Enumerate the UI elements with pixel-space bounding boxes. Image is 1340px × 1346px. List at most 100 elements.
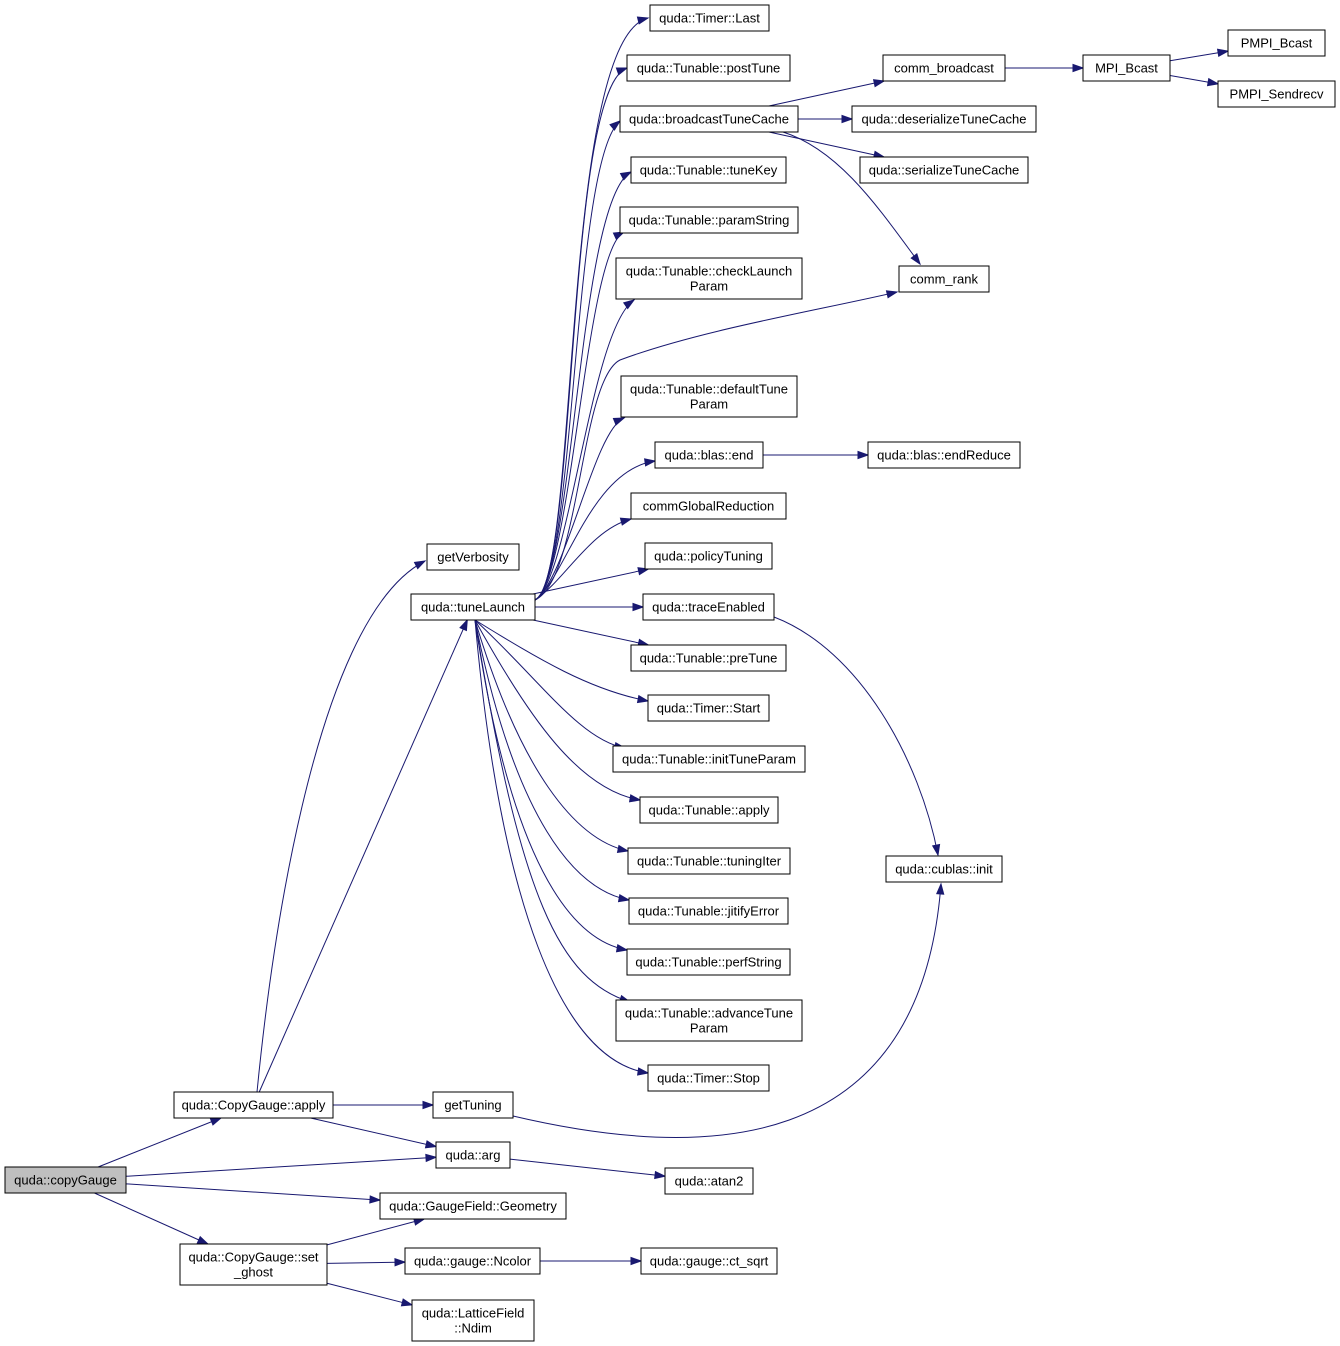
node-label-broadcastTuneCache: quda::broadcastTuneCache (629, 112, 789, 127)
node-ct_sqrt[interactable]: quda::gauge::ct_sqrt (640, 1247, 778, 1275)
node-box-blasEndReduce (867, 441, 1021, 469)
node-blasEndReduce[interactable]: quda::blas::endReduce (867, 441, 1021, 469)
node-box-postTune (626, 54, 791, 82)
node-label-tuneLaunch: quda::tuneLaunch (421, 600, 525, 615)
node-tuneKey[interactable]: quda::Tunable::tuneKey (630, 156, 787, 184)
node-tuneLaunch[interactable]: quda::tuneLaunch (410, 593, 536, 621)
node-label-getVerbosity: getVerbosity (437, 550, 509, 565)
node-box-tuningIter (627, 847, 791, 875)
node-MPI_Bcast[interactable]: MPI_Bcast (1082, 54, 1171, 82)
node-deserializeTuneCache[interactable]: quda::deserializeTuneCache (851, 105, 1037, 133)
node-policyTuning[interactable]: quda::policyTuning (644, 542, 773, 570)
node-box-cublasInit (885, 855, 1003, 883)
node-getTuning[interactable]: getTuning (432, 1091, 514, 1119)
edge-tuneLaunch-to-commGlobalReduction (534, 517, 633, 601)
edge-arg-to-atan2 (509, 1158, 667, 1180)
node-CopyGaugeSetGhost[interactable]: quda::CopyGauge::set_ghost (179, 1243, 328, 1286)
node-box-deserializeTuneCache (851, 105, 1037, 133)
node-Ndim[interactable]: quda::LatticeField::Ndim (411, 1299, 535, 1342)
node-paramString[interactable]: quda::Tunable::paramString (619, 206, 799, 234)
node-cublasInit[interactable]: quda::cublas::init (885, 855, 1003, 883)
node-jitifyError[interactable]: quda::Tunable::jitifyError (628, 897, 789, 925)
nodes-layer: quda::copyGaugequda::CopyGauge::applyqud… (4, 4, 1336, 1342)
node-label-blasEnd: quda::blas::end (665, 448, 754, 463)
node-label-Ndim: quda::LatticeField (422, 1306, 525, 1321)
node-PMPI_Bcast[interactable]: PMPI_Bcast (1227, 29, 1326, 57)
edge-tuneLaunch-to-advanceTuneParam (474, 619, 632, 1003)
node-label-deserializeTuneCache: quda::deserializeTuneCache (861, 112, 1026, 127)
node-box-comm_broadcast (882, 54, 1006, 82)
edge-tuneLaunch-to-tuningIter (474, 619, 630, 853)
edge-copyGauge-to-CopyGaugeSetGhost (94, 1192, 210, 1245)
edge-tuneLaunch-to-jitifyError (474, 619, 631, 903)
node-box-tuneKey (630, 156, 787, 184)
edge-tuneLaunch-to-TimerStop (474, 619, 650, 1076)
node-CopyGaugeApply[interactable]: quda::CopyGauge::apply (173, 1091, 334, 1119)
node-box-ct_sqrt (640, 1247, 778, 1275)
node-Ncolor[interactable]: quda::gauge::Ncolor (404, 1247, 541, 1275)
edge-CopyGaugeApply-to-getTuning (333, 1100, 435, 1110)
node-PMPI_Sendrecv[interactable]: PMPI_Sendrecv (1217, 80, 1336, 108)
node-initTuneParam[interactable]: quda::Tunable::initTuneParam (612, 745, 806, 773)
node-box-comm_rank (898, 265, 990, 293)
node-box-PMPI_Sendrecv (1217, 80, 1336, 108)
node-label-advanceTuneParam: Param (690, 1021, 728, 1036)
node-box-initTuneParam (612, 745, 806, 773)
node-arg[interactable]: quda::arg (435, 1141, 511, 1169)
node-getVerbosity[interactable]: getVerbosity (426, 543, 520, 571)
node-broadcastTuneCache[interactable]: quda::broadcastTuneCache (619, 105, 799, 133)
node-comm_rank[interactable]: comm_rank (898, 265, 990, 293)
node-label-TimerStop: quda::Timer::Stop (657, 1071, 760, 1086)
node-label-MPI_Bcast: MPI_Bcast (1095, 61, 1158, 76)
node-box-getTuning (432, 1091, 514, 1119)
edge-CopyGaugeApply-to-tuneLaunch (258, 618, 468, 1093)
node-box-tuneLaunch (410, 593, 536, 621)
edge-tuneLaunch-to-broadcastTuneCache (534, 120, 622, 601)
node-label-commGlobalReduction: commGlobalReduction (643, 499, 775, 514)
node-label-checkLaunchParam: quda::Tunable::checkLaunch (626, 264, 792, 279)
node-box-TimerStop (647, 1064, 770, 1092)
node-postTune[interactable]: quda::Tunable::postTune (626, 54, 791, 82)
node-box-serializeTuneCache (859, 156, 1029, 184)
edge-tuneLaunch-to-comm_rank (534, 290, 899, 601)
node-TunableApply[interactable]: quda::Tunable::apply (639, 796, 779, 824)
edge-CopyGaugeSetGhost-to-Geometry (326, 1217, 426, 1246)
node-label-CopyGaugeSetGhost: _ghost (233, 1265, 273, 1280)
node-label-tuneKey: quda::Tunable::tuneKey (640, 163, 778, 178)
edge-tuneLaunch-to-TimerStart (474, 619, 650, 704)
edges-layer (94, 16, 1230, 1307)
node-copyGauge[interactable]: quda::copyGauge (4, 1166, 127, 1194)
node-perfString[interactable]: quda::Tunable::perfString (626, 948, 791, 976)
edge-tuneLaunch-to-blasEnd (534, 458, 657, 601)
edge-CopyGaugeApply-to-getVerbosity (256, 560, 427, 1093)
node-box-getVerbosity (426, 543, 520, 571)
node-box-checkLaunchParam (615, 257, 803, 300)
node-TimerStop[interactable]: quda::Timer::Stop (647, 1064, 770, 1092)
node-TimerStart[interactable]: quda::Timer::Start (647, 694, 770, 722)
edge-copyGauge-to-CopyGaugeApply (97, 1117, 223, 1168)
node-preTune[interactable]: quda::Tunable::preTune (630, 644, 787, 672)
node-serializeTuneCache[interactable]: quda::serializeTuneCache (859, 156, 1029, 184)
node-Geometry[interactable]: quda::GaugeField::Geometry (379, 1192, 567, 1220)
node-box-atan2 (664, 1167, 754, 1195)
node-traceEnabled[interactable]: quda::traceEnabled (642, 593, 775, 621)
node-label-preTune: quda::Tunable::preTune (640, 651, 778, 666)
node-box-defaultTuneParam (620, 375, 798, 418)
edge-getTuning-to-cublasInit (512, 882, 945, 1138)
node-label-jitifyError: quda::Tunable::jitifyError (638, 904, 780, 919)
node-atan2[interactable]: quda::atan2 (664, 1167, 754, 1195)
node-blasEnd[interactable]: quda::blas::end (654, 441, 764, 469)
node-label-PMPI_Bcast: PMPI_Bcast (1241, 36, 1313, 51)
node-box-commGlobalReduction (630, 492, 787, 520)
node-label-blasEndReduce: quda::blas::endReduce (877, 448, 1011, 463)
node-commGlobalReduction[interactable]: commGlobalReduction (630, 492, 787, 520)
node-tuningIter[interactable]: quda::Tunable::tuningIter (627, 847, 791, 875)
node-TimerLast[interactable]: quda::Timer::Last (649, 4, 770, 32)
node-box-preTune (630, 644, 787, 672)
node-comm_broadcast[interactable]: comm_broadcast (882, 54, 1006, 82)
node-label-CopyGaugeApply: quda::CopyGauge::apply (182, 1098, 326, 1113)
node-label-defaultTuneParam: quda::Tunable::defaultTune (630, 382, 788, 397)
